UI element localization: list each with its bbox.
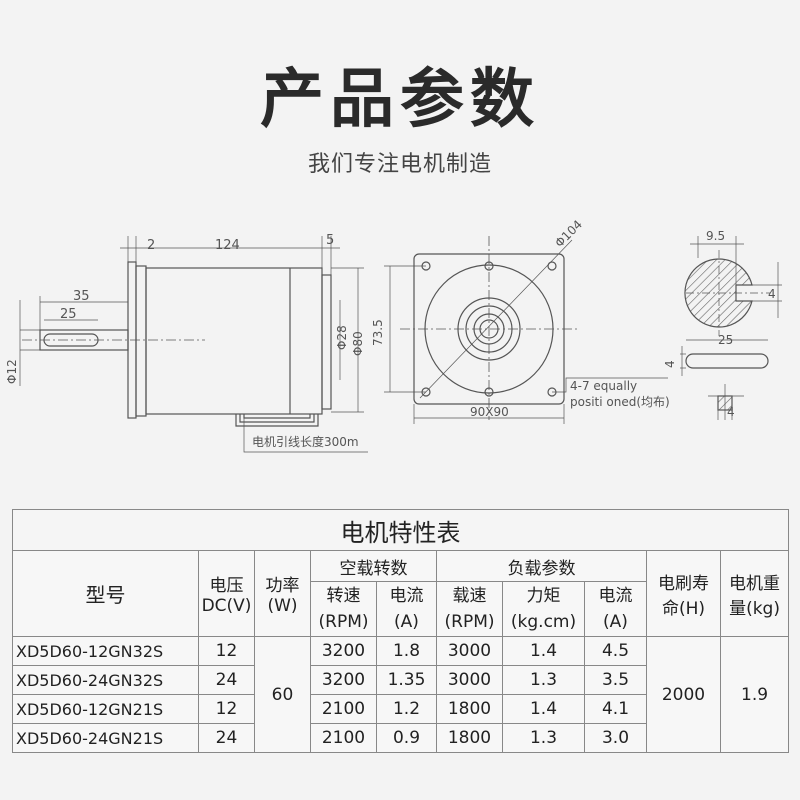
dim-phi80: Φ80 [351,331,365,356]
dim-phi12: Φ12 [5,359,19,384]
cell-nl-current: 0.9 [376,723,437,753]
table-row: XD5D60-24GN21S 24 2100 0.9 1800 1.3 3.0 [12,723,789,753]
cell-voltage: 24 [198,723,255,753]
cell-l-speed: 3000 [436,636,503,666]
dim-73-5: 73.5 [371,319,385,346]
cell-l-speed: 1800 [436,694,503,724]
header-model: 型号 [12,550,199,637]
cell-l-current: 4.5 [584,636,647,666]
table-row: XD5D60-12GN32S 12 60 3200 1.8 3000 1.4 4… [12,636,790,753]
dim-35: 35 [73,289,90,304]
cell-voltage: 24 [198,665,255,695]
cell-weight: 1.9 [719,636,790,753]
cell-l-current: 4.1 [584,694,647,724]
cell-nl-speed: 3200 [310,665,377,695]
dim-phi104: Φ104 [552,217,585,250]
cell-voltage: 12 [198,694,255,724]
header-brush-life: 电刷寿命(H) [646,550,721,637]
cell-torque: 1.4 [502,694,585,724]
cell-l-speed: 3000 [436,665,503,695]
cell-nl-speed: 2100 [310,694,377,724]
dim-key-height-4: 4 [663,360,677,368]
header-l-current: 电流(A) [584,581,647,637]
dim-phi28: Φ28 [335,325,349,350]
dim-key-25: 25 [718,333,733,347]
dim-9-5: 9.5 [706,229,725,243]
holes-note-line2: positi oned(均布) [570,395,670,409]
cell-voltage: 12 [198,636,255,666]
cell-nl-speed: 3200 [310,636,377,666]
page-subtitle: 我们专注电机制造 [307,152,492,177]
cell-power: 60 [254,636,311,753]
side-view-dimensions: 2 124 5 35 25 Φ12 Φ28 Φ80 电机引线长度300m [5,233,365,449]
header-nl-current: 电流(A) [376,581,437,637]
cell-l-speed: 1800 [436,723,503,753]
dim-2: 2 [147,238,155,253]
header-nl-speed: 转速(RPM) [310,581,377,637]
cell-model: XD5D60-12GN21S [12,694,199,724]
dim-25: 25 [60,307,77,322]
cell-torque: 1.3 [502,665,585,695]
cell-model: XD5D60-24GN32S [12,665,199,695]
side-view [19,236,368,453]
cell-l-current: 3.0 [584,723,647,753]
dim-key-width-4: 4 [727,405,735,419]
technical-drawing: 2 124 5 35 25 Φ12 Φ28 Φ80 电机引线长度300m [5,217,782,453]
cell-l-current: 3.5 [584,665,647,695]
shaft-detail [680,236,782,420]
holes-note-line1: 4-7 equally [570,379,637,393]
cell-nl-current: 1.8 [376,636,437,666]
header-load: 负载参数 [436,550,647,582]
header-no-load: 空载转数 [310,550,437,582]
header-l-speed: 载速(RPM) [436,581,503,637]
table-caption: 电机特性表 [11,509,790,551]
cell-brush-life: 2000 [646,636,721,753]
table-row: XD5D60-24GN32S 24 3200 1.35 3000 1.3 3.5 [12,665,789,695]
header-weight: 电机重量(kg) [719,550,790,637]
cell-model: XD5D60-12GN32S [12,636,199,666]
header-torque: 力矩(kg.cm) [502,581,585,637]
dim-5: 5 [326,233,334,248]
dim-90x90: 90X90 [470,405,509,419]
front-view-dimensions: Φ104 73.5 90X90 4-7 equally positi oned(… [371,217,670,419]
table-row: XD5D60-12GN21S 12 2100 1.2 1800 1.4 4.1 [12,694,789,724]
dim-key-4: 4 [768,287,776,301]
cell-torque: 1.4 [502,636,585,666]
header-power: 功率(W) [254,550,311,637]
cell-nl-speed: 2100 [310,723,377,753]
cell-nl-current: 1.35 [376,665,437,695]
shaft-detail-dimensions: 9.5 4 25 4 4 [663,229,776,419]
cell-torque: 1.3 [502,723,585,753]
page-title: 产品参数 [260,63,540,137]
cell-nl-current: 1.2 [376,694,437,724]
cell-model: XD5D60-24GN21S [12,723,199,753]
lead-length-note: 电机引线长度300m [252,434,359,449]
dim-124: 124 [215,238,240,253]
front-view [384,236,668,424]
